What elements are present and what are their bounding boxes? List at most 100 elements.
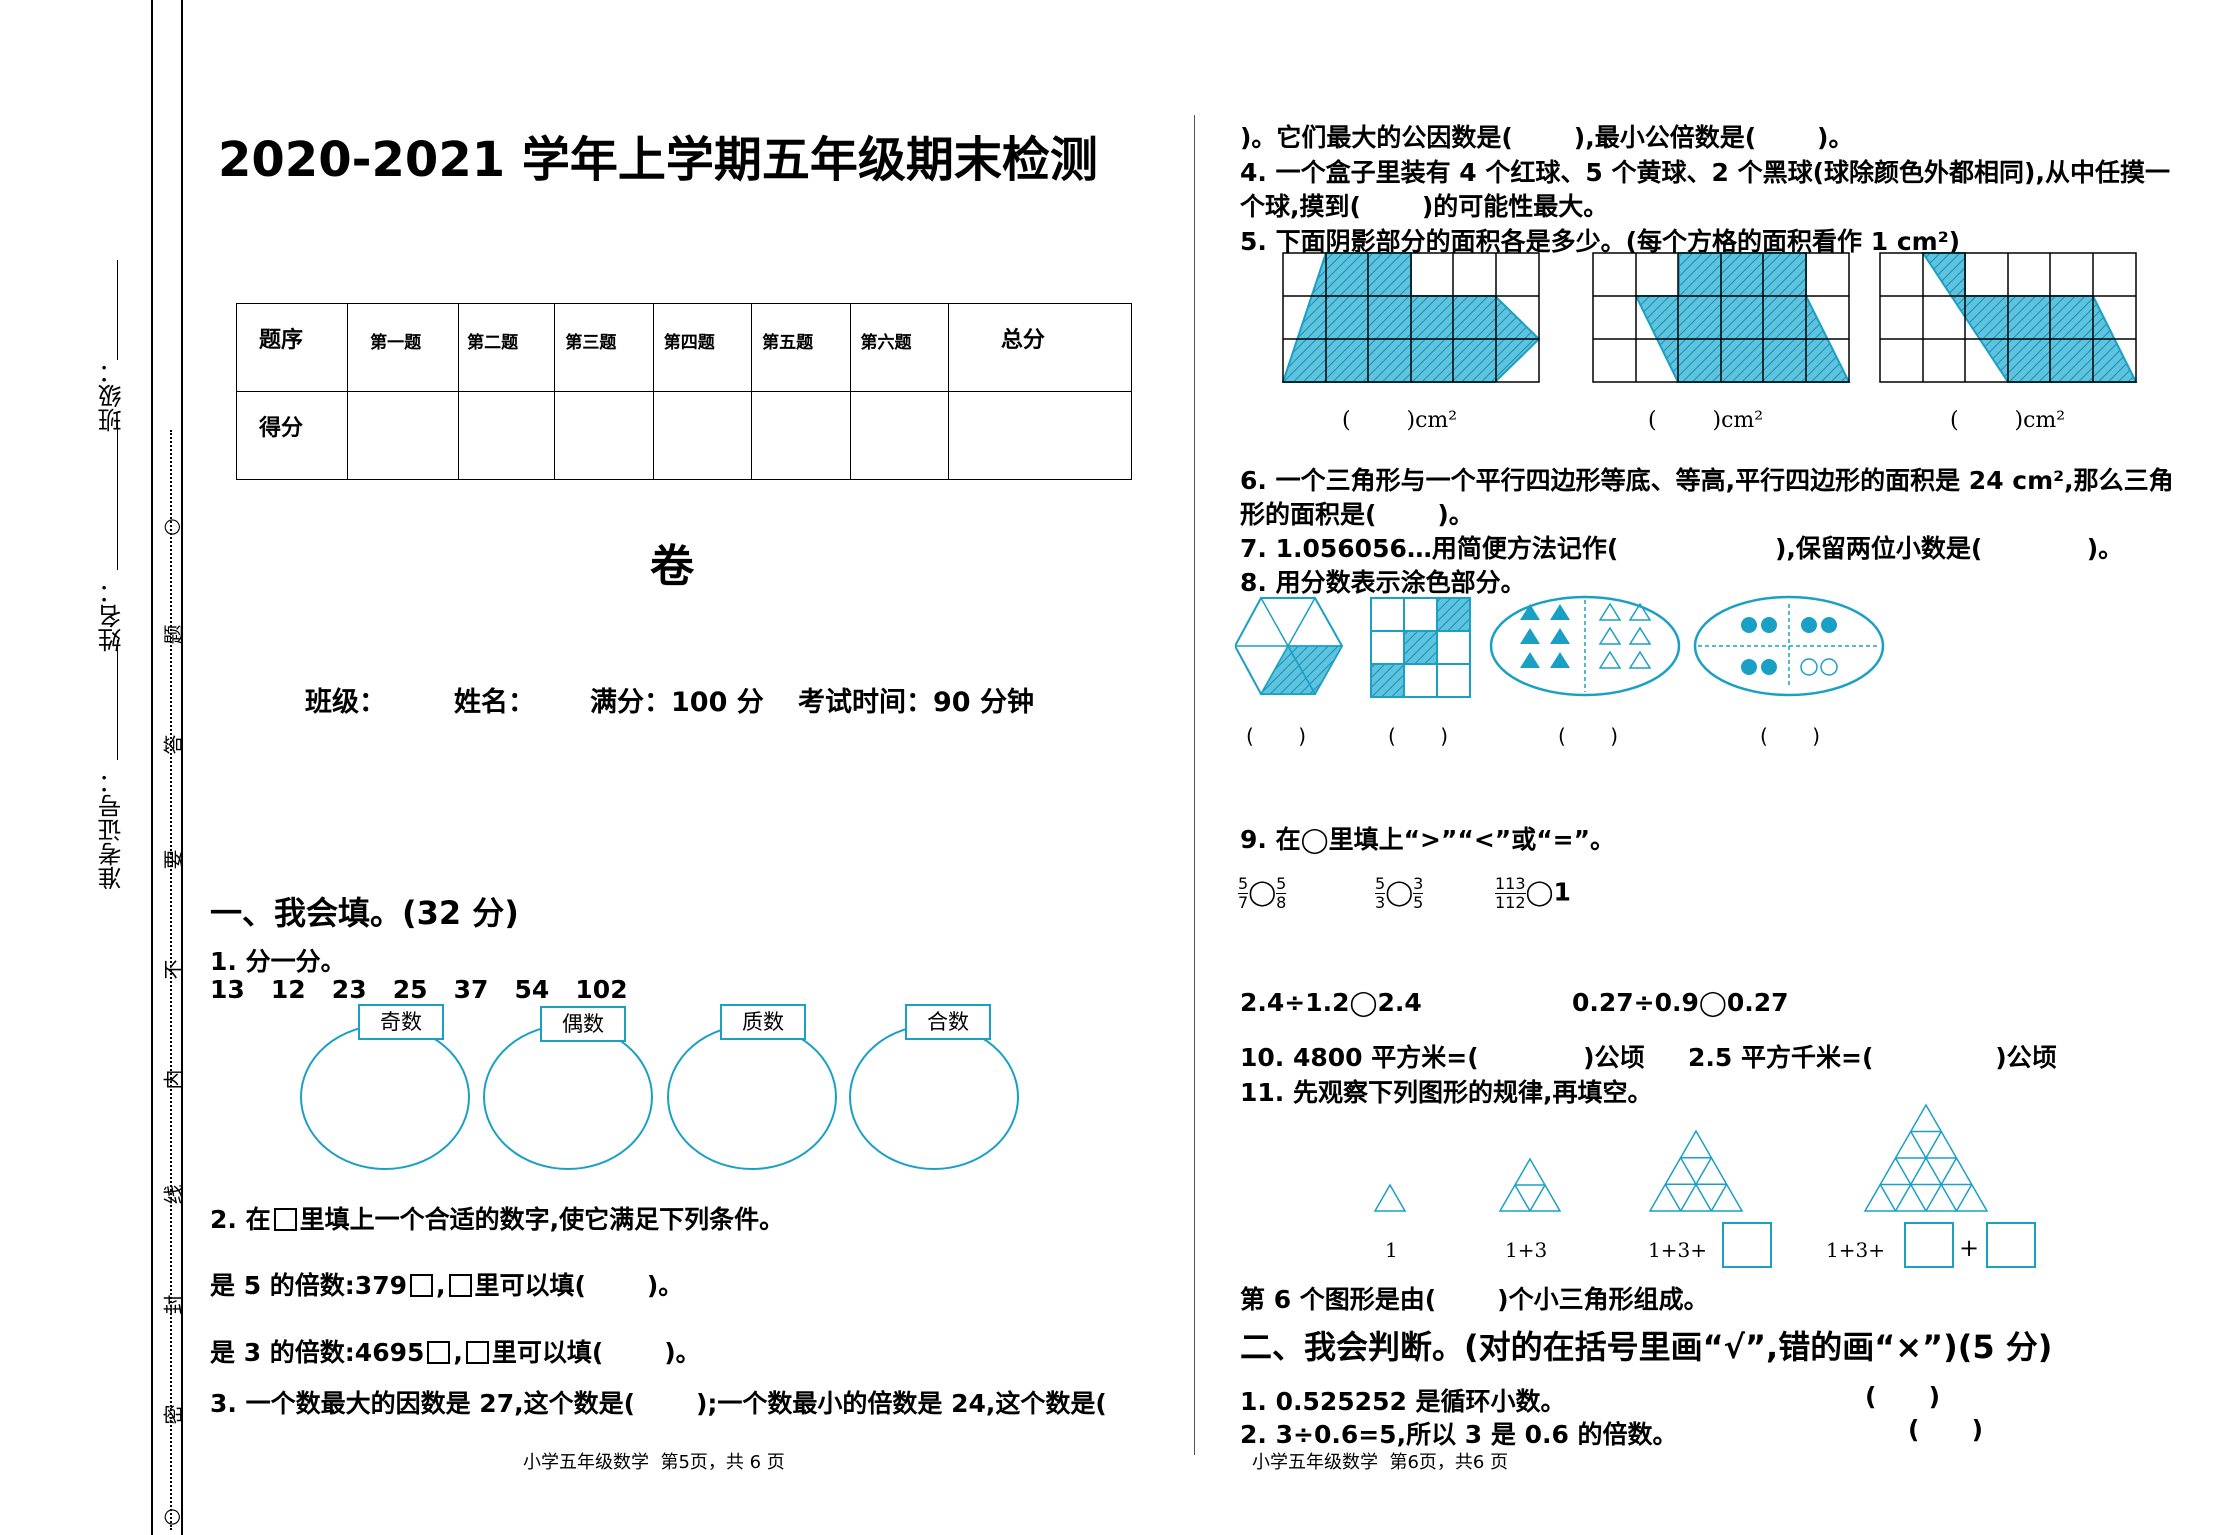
blank-square	[465, 1341, 489, 1364]
q9-line2b: 0.27÷0.9◯0.27	[1572, 988, 1789, 1017]
seal-char: ○	[158, 1508, 183, 1526]
judge-item-1: 1. 0.525252 是循环小数。	[1240, 1387, 1566, 1416]
score-cell[interactable]	[849, 391, 949, 480]
q11-label-5: +	[1959, 1234, 1980, 1262]
blank-square	[448, 1274, 472, 1297]
score-header-cell: 第二题	[458, 303, 556, 392]
set-circle	[300, 1024, 470, 1170]
q1-numbers: 13 12 23 25 37 54 102	[210, 975, 628, 1004]
q8-answer-4[interactable]: ( )	[1760, 724, 1821, 748]
judge-paren-2[interactable]: ( )	[1908, 1415, 1984, 1444]
q5-answer-2[interactable]: ( )cm²	[1648, 408, 1764, 433]
q2-text: 2. 在里填上一个合适的数字,使它满足下列条件。	[210, 1200, 784, 1236]
set-circle	[849, 1024, 1019, 1170]
q4-line1: 4. 一个盒子里装有 4 个红球、5 个黄球、2 个黑球(球除颜色外都相同),从…	[1240, 158, 2170, 187]
score-cell[interactable]	[554, 391, 654, 480]
q11-answer-box[interactable]	[1986, 1222, 2036, 1268]
q8-answer-1[interactable]: ( )	[1246, 724, 1307, 748]
ticket-underline	[117, 640, 118, 760]
compare-value: 1	[1553, 877, 1571, 907]
column-divider	[1194, 115, 1195, 1455]
grid-3	[1879, 252, 2138, 383]
q11-label-2: 1+3	[1505, 1238, 1548, 1262]
seal-char: 题	[161, 624, 186, 645]
compare-circle[interactable]: ◯	[1525, 877, 1554, 907]
set-label-even: 偶数	[540, 1006, 626, 1042]
q9-line2a: 2.4÷1.2◯2.4	[1240, 988, 1422, 1017]
q2-line1-a: 是 5 的倍数:379	[210, 1271, 407, 1300]
q11-triangles	[1373, 1103, 1989, 1212]
section2-title: 二、我会判断。(对的在括号里画“√”,错的画“×”)(5 分)	[1240, 1328, 2053, 1366]
score-header-cell: 第六题	[849, 303, 949, 392]
q8-answer-3[interactable]: ( )	[1558, 724, 1619, 748]
q1-text: 1. 分一分。	[210, 947, 346, 976]
info-exam-time: 考试时间：90 分钟	[798, 687, 1034, 718]
binding-rule	[151, 0, 183, 1535]
q2-text-b: 里填上一个合适的数字,使它满足下列条件。	[299, 1205, 785, 1234]
q2-line2: 是 3 的倍数:4695, 里可以填( )。	[210, 1333, 701, 1369]
compare-circle[interactable]: ◯	[1385, 877, 1414, 907]
class-underline	[117, 260, 118, 360]
q2-line2-a: 是 3 的倍数:4695	[210, 1338, 425, 1367]
score-header-cell: 题序	[235, 303, 349, 392]
seal-char: 封	[161, 1294, 186, 1315]
q6-line1: 6. 一个三角形与一个平行四边形等底、等高,平行四边形的面积是 24 cm²,那…	[1240, 466, 2174, 495]
info-name: 姓名：	[454, 687, 535, 718]
numerator: 113	[1495, 874, 1526, 894]
q5-answer-1[interactable]: ( )cm²	[1342, 408, 1458, 433]
seal-char: 不	[161, 959, 186, 980]
numerator: 5	[1276, 874, 1287, 894]
q3-continued: )。它们最大的公因数是( ),最小公倍数是( )。	[1240, 123, 1854, 152]
seal-char: 内	[161, 1069, 186, 1090]
blank-square[interactable]	[410, 1274, 433, 1297]
denominator: 5	[1413, 893, 1424, 912]
q3-text: 3. 一个数最大的因数是 27,这个数是( );一个数最小的倍数是 24,这个数…	[210, 1389, 1107, 1418]
q11-label-1: 1	[1385, 1238, 1398, 1262]
q2-line2-c: 里可以填( )。	[491, 1338, 701, 1367]
blank-square[interactable]	[273, 1208, 297, 1231]
info-class: 班级：	[305, 687, 386, 718]
score-cell[interactable]	[347, 391, 460, 480]
score-cell[interactable]	[947, 391, 1133, 480]
score-header-cell: 第五题	[751, 303, 851, 392]
denominator: 7	[1238, 893, 1249, 912]
q10-text: 10. 4800 平方米=( )公顷 2.5 平方千米=( )公顷	[1240, 1043, 2057, 1072]
judge-item-2: 2. 3÷0.6=5,所以 3 是 0.6 的倍数。	[1240, 1420, 1678, 1449]
q11-label-3: 1+3+	[1648, 1238, 1707, 1262]
score-cell[interactable]	[458, 391, 556, 480]
q9-text: 9. 在◯里填上“>”“<”或“=”。	[1240, 825, 1616, 854]
exam-title: 2020-2021 学年上学期五年级期末检测	[218, 132, 1098, 188]
score-header-cell: 第三题	[554, 303, 654, 392]
blank-square[interactable]	[427, 1341, 451, 1364]
judge-paren-1[interactable]: ( )	[1865, 1382, 1941, 1411]
footer-left: 小学五年级数学 第5页，共 6 页	[523, 1452, 785, 1473]
score-cell[interactable]	[652, 391, 753, 480]
section1-title: 一、我会填。(32 分)	[210, 894, 519, 932]
q11-answer-box[interactable]	[1904, 1222, 1954, 1268]
score-cell[interactable]	[751, 391, 851, 480]
info-full-score: 满分：100 分	[590, 687, 764, 718]
name-label: 姓名：	[98, 580, 126, 652]
set-circle	[667, 1024, 837, 1170]
seal-char: 密	[161, 1404, 186, 1425]
q5-grids	[1281, 252, 2138, 383]
numerator: 5	[1375, 874, 1386, 894]
hexagon-figure	[1235, 597, 1344, 696]
q11-answer-text: 第 6 个图形是由( )个小三角形组成。	[1240, 1285, 1709, 1314]
q2-line2-b: ,	[453, 1338, 463, 1367]
numerator: 5	[1238, 874, 1249, 894]
footer-right: 小学五年级数学 第6页，共6 页	[1252, 1452, 1509, 1473]
score-header-cell: 第一题	[347, 303, 460, 392]
compare-circle[interactable]: ◯	[1248, 877, 1277, 907]
denominator: 8	[1276, 893, 1287, 912]
q8-answer-2[interactable]: ( )	[1388, 724, 1449, 748]
q5-answer-3[interactable]: ( )cm²	[1950, 408, 2066, 433]
score-row-label: 得分	[235, 391, 349, 480]
dot-ellipse-figure	[1693, 595, 1885, 697]
q11-answer-box[interactable]	[1722, 1222, 1772, 1268]
